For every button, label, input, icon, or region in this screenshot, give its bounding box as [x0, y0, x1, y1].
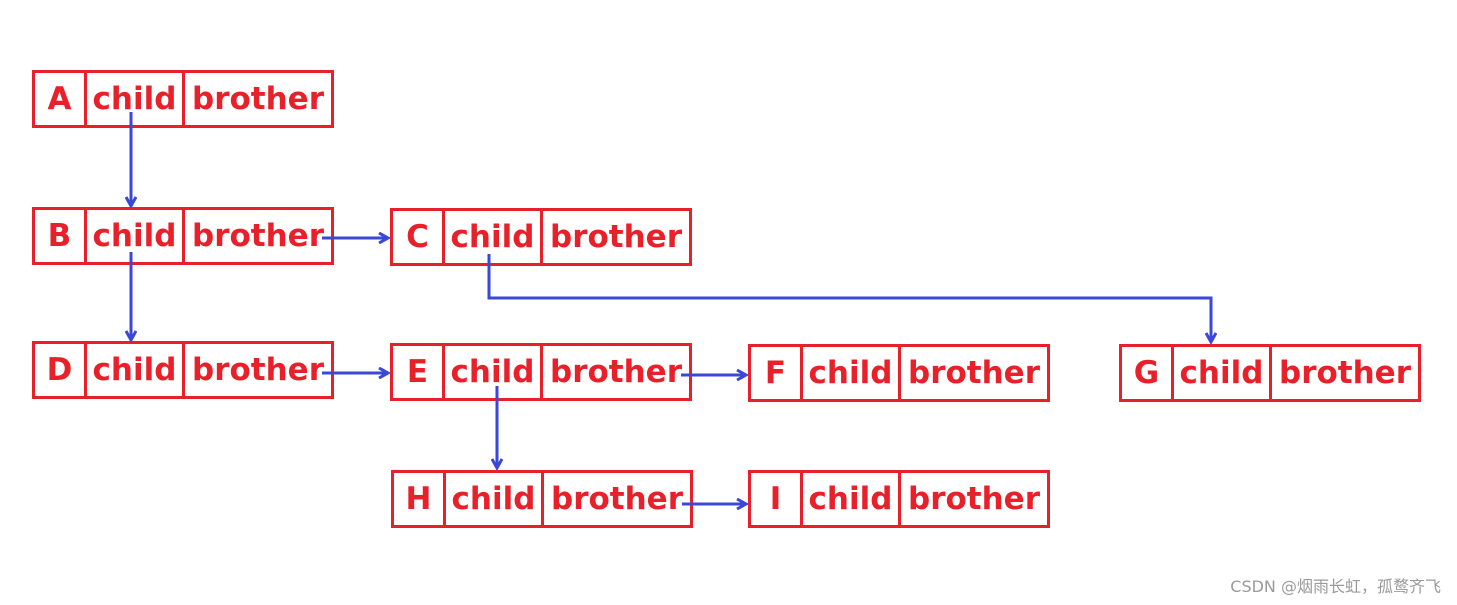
node-f-brother-field: brother	[908, 354, 1040, 391]
node-c-child-field: child	[445, 211, 543, 263]
node-d: D child brother	[32, 341, 334, 399]
node-b: B child brother	[32, 207, 334, 265]
node-g-name: G	[1122, 347, 1174, 399]
node-b-child-field: child	[87, 210, 185, 262]
node-d-brother-field: brother	[192, 351, 324, 388]
node-i: I child brother	[748, 470, 1050, 528]
node-i-brother-field: brother	[908, 480, 1040, 517]
node-c-brother-field: brother	[550, 218, 682, 255]
node-b-brother-field: brother	[192, 217, 324, 254]
node-e-name: E	[393, 346, 445, 398]
node-f-child-field: child	[803, 347, 901, 399]
node-e-brother-field: brother	[550, 353, 682, 390]
node-b-name: B	[35, 210, 87, 262]
node-d-child-field: child	[87, 344, 185, 396]
node-g: G child brother	[1119, 344, 1421, 402]
node-e-child-field: child	[445, 346, 543, 398]
watermark: CSDN @烟雨长虹，孤鹜齐飞	[1230, 577, 1441, 596]
node-i-name: I	[751, 473, 803, 525]
node-h-name: H	[394, 473, 446, 525]
node-h: H child brother	[391, 470, 693, 528]
node-g-child-field: child	[1174, 347, 1272, 399]
node-c: C child brother	[390, 208, 692, 266]
node-f-name: F	[751, 347, 803, 399]
node-d-name: D	[35, 344, 87, 396]
node-f: F child brother	[748, 344, 1050, 402]
node-a: A child brother	[32, 70, 334, 128]
node-i-child-field: child	[803, 473, 901, 525]
node-e: E child brother	[390, 343, 692, 401]
node-h-brother-field: brother	[551, 480, 683, 517]
node-a-child-field: child	[87, 73, 185, 125]
node-c-name: C	[393, 211, 445, 263]
node-a-brother-field: brother	[192, 80, 324, 117]
node-h-child-field: child	[446, 473, 544, 525]
edge-c-to-g-arrow	[487, 254, 1211, 342]
node-a-name: A	[35, 73, 87, 125]
node-g-brother-field: brother	[1279, 354, 1411, 391]
